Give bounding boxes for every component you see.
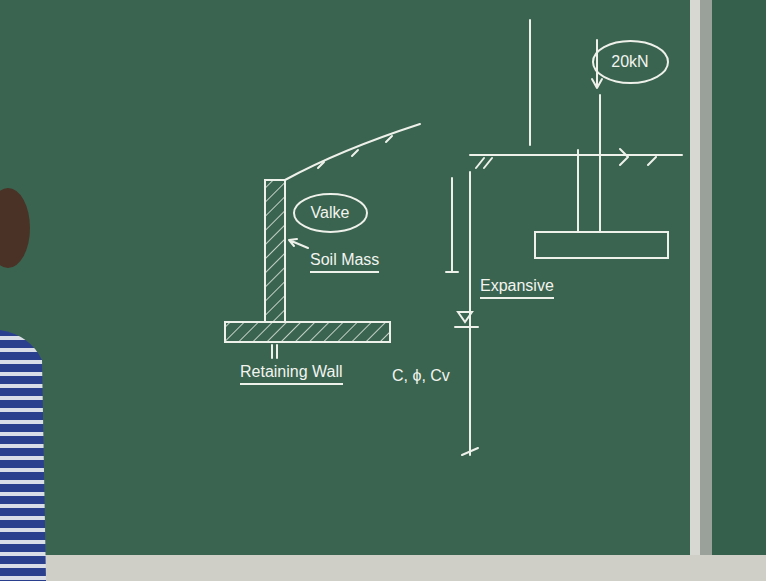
chalk-label: Soil Mass <box>310 250 379 273</box>
backfill-surface <box>285 124 420 180</box>
column-line <box>599 95 601 155</box>
ground-marks <box>318 136 392 168</box>
person-head <box>0 188 30 268</box>
board <box>0 0 690 555</box>
dimension-line <box>451 178 453 272</box>
column-line <box>529 20 531 145</box>
person-shirt <box>0 330 46 581</box>
board-panel <box>712 0 766 560</box>
chalk-label: Expansive <box>480 276 554 299</box>
footing-pad <box>535 232 668 258</box>
tick <box>462 448 478 455</box>
board-frame <box>690 0 700 560</box>
leader-arrow <box>289 239 308 248</box>
board-frame <box>700 0 712 560</box>
chalk-label: Retaining Wall <box>240 362 343 385</box>
wall-base <box>225 322 390 342</box>
water-table-line <box>455 326 478 328</box>
chalk-tray <box>0 555 766 581</box>
note-text: 20kN <box>611 53 648 71</box>
footing-stem <box>599 150 601 232</box>
ground-marks <box>476 149 656 168</box>
tick <box>446 271 458 273</box>
circled-note: Valke <box>293 193 368 233</box>
tick <box>276 345 278 358</box>
footing-stem <box>577 150 579 232</box>
wall-stem <box>265 180 285 322</box>
circled-note: 20kN <box>592 40 669 84</box>
chalk-label: C, ϕ, Cv <box>392 366 450 385</box>
water-table-symbol <box>458 312 472 322</box>
tick <box>271 345 273 358</box>
ground-line <box>470 154 682 156</box>
note-text: Valke <box>311 204 350 222</box>
